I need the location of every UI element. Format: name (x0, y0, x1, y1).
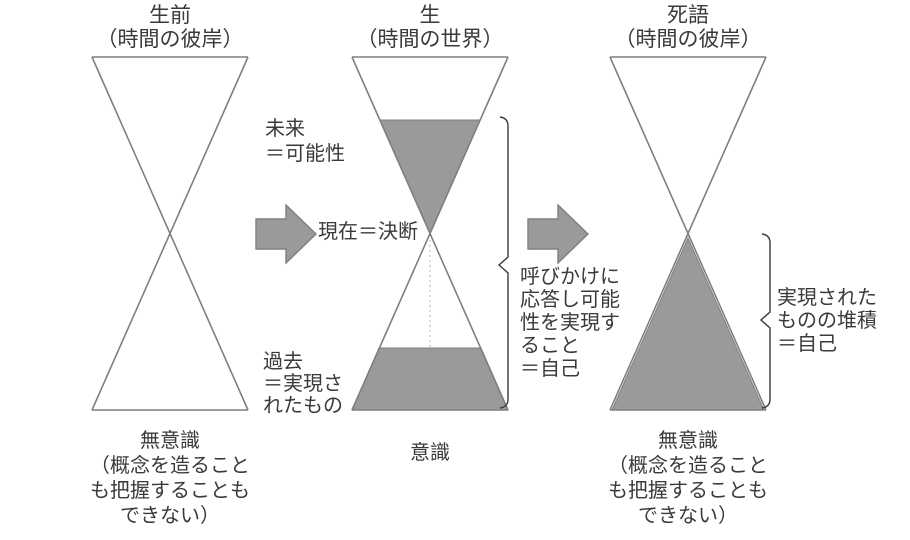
label-present-decision: 現在＝決断 (318, 221, 418, 243)
label-line: ること (520, 335, 580, 357)
accumulated-self-fill (611, 236, 765, 411)
hourglass-middle-diagonal (351, 56, 509, 411)
label-line: 無意識 (658, 430, 718, 452)
label-line: （概念を造ること (90, 455, 250, 477)
label-line: ものの堆積 (777, 310, 877, 332)
bracket-right (759, 233, 771, 409)
hourglass-right-diagonal (609, 56, 767, 411)
hourglass-left (91, 56, 249, 411)
label-unconscious-right: 無意識 （概念を造ること も把握することも できない） (588, 429, 788, 529)
label-unconscious-left: 無意識 （概念を造ること も把握することも できない） (70, 429, 270, 529)
label-conscious: 意識 (330, 441, 530, 466)
future-realized-fill (379, 119, 481, 235)
label-line: 実現された (777, 287, 877, 309)
right-arrow-icon (255, 203, 318, 265)
label-line: 性を実現す (520, 312, 620, 334)
hourglass-left-diagonal (91, 56, 249, 411)
title-line: 生前 (149, 3, 191, 27)
label-line: ＝実現さ (263, 373, 343, 395)
label-line: 無意識 (140, 430, 200, 452)
label-line: 過去 (263, 351, 303, 373)
bracket-middle (497, 116, 509, 409)
title-line: （時間の彼岸） (614, 27, 762, 51)
right-arrow-icon (527, 203, 590, 265)
label-line: も把握することも (608, 480, 768, 502)
hourglass-middle (351, 56, 509, 411)
label-line: ＝可能性 (265, 143, 345, 165)
title-after-death: 死語 （時間の彼岸） (588, 3, 788, 51)
label-line: 未来 (265, 118, 305, 140)
label-line: （概念を造ること (608, 455, 768, 477)
label-line: も把握することも (90, 480, 250, 502)
title-line: 生 (419, 3, 441, 27)
label-line: 応答し可能 (520, 289, 620, 311)
label-accumulation-self: 実現された ものの堆積 ＝自己 (777, 287, 877, 356)
hourglass-right (609, 56, 767, 411)
label-call-response-self: 呼びかけに 応答し可能 性を実現す ること ＝自己 (520, 266, 620, 381)
label-past-realized: 過去 ＝実現さ れたもの (263, 351, 343, 417)
label-line: れたもの (263, 395, 343, 417)
label-line: 意識 (410, 442, 450, 464)
title-line: 死語 (667, 3, 709, 27)
title-before-life: 生前 （時間の彼岸） (70, 3, 270, 51)
label-line: できない） (120, 505, 220, 527)
label-future-possibility: 未来 ＝可能性 (265, 117, 345, 167)
title-life: 生 （時間の世界） (330, 3, 530, 51)
label-line: 現在＝決断 (318, 221, 418, 243)
title-line: （時間の世界） (356, 27, 504, 51)
label-line: 呼びかけに (520, 266, 620, 288)
label-line: ＝自己 (777, 333, 837, 355)
title-line: （時間の彼岸） (96, 27, 244, 51)
label-line: ＝自己 (520, 358, 580, 380)
label-line: できない） (638, 505, 738, 527)
